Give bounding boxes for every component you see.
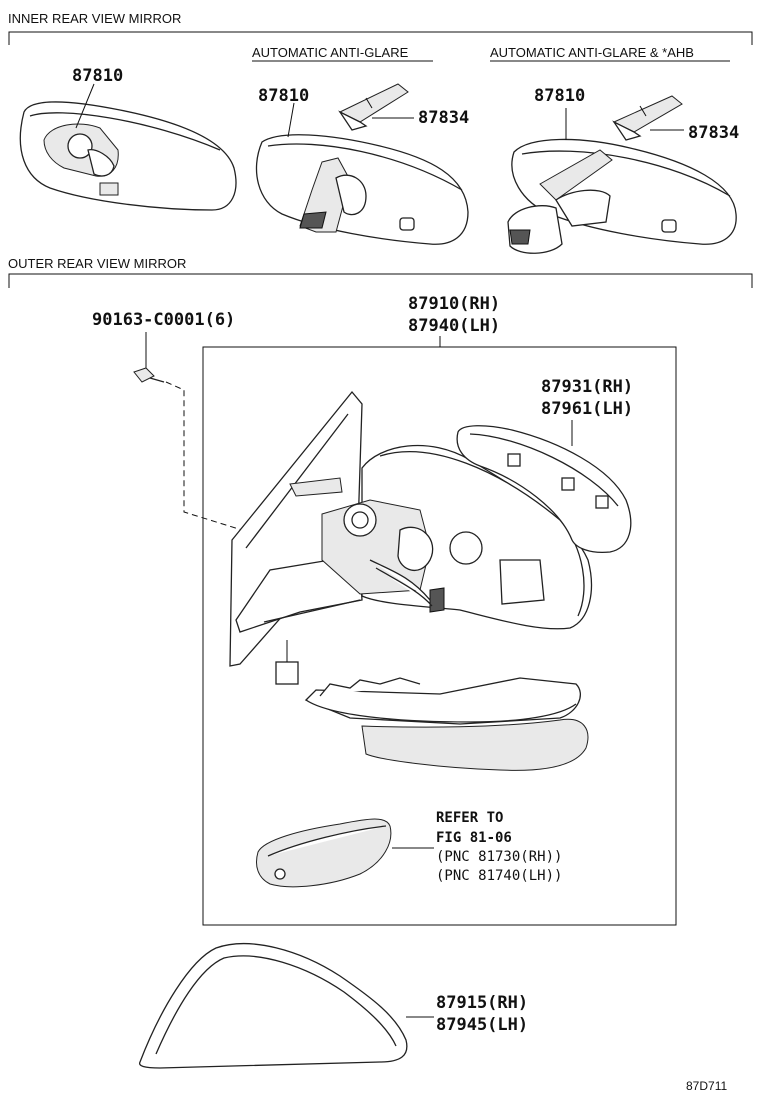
mirror-housing-illustration (321, 444, 593, 630)
anti-glare-cover-illustration (338, 83, 414, 131)
diagram-code: 87D711 (686, 1079, 727, 1093)
part-number-outer-mirror-rh: 87910(RH) (408, 294, 500, 314)
part-number-screw: 90163-C0001(6) (92, 310, 235, 330)
inner-mirror-standard-illustration (19, 83, 237, 211)
part-number-mirror-glass-rh: 87931(RH) (541, 377, 633, 397)
anti-glare-ahb-variant-label: AUTOMATIC ANTI-GLARE & *AHB (490, 45, 694, 60)
outer-mirror-assembly-box (202, 346, 677, 926)
reference-line-3: (PNC 81730(RH)) (436, 849, 562, 865)
turn-signal-housing-illustration (304, 677, 589, 771)
part-number-outer-cover-lh: 87945(LH) (436, 1015, 528, 1035)
reference-note: REFER TO FIG 81-06 (PNC 81730(RH)) (PNC … (436, 810, 562, 884)
inner-section-title: INNER REAR VIEW MIRROR (8, 11, 181, 26)
reference-line-1: REFER TO (436, 810, 503, 826)
part-number-outer-mirror-lh: 87940(LH) (408, 316, 500, 336)
part-number-87834-anti-glare-ahb: 87834 (688, 123, 739, 143)
anti-glare-ahb-cover-illustration (612, 95, 684, 141)
part-number-mirror-glass-lh: 87961(LH) (541, 399, 633, 419)
part-number-87834-anti-glare: 87834 (418, 108, 469, 128)
inner-mirror-anti-glare-illustration (255, 102, 469, 245)
outer-section-header: OUTER REAR VIEW MIRROR (8, 256, 753, 288)
anti-glare-variant-label: AUTOMATIC ANTI-GLARE (252, 45, 409, 60)
reference-line-2: FIG 81-06 (436, 830, 512, 846)
outer-mirror-cover-illustration (139, 943, 434, 1069)
inner-mirror-anti-glare-ahb-illustration (507, 108, 737, 254)
reference-line-4: (PNC 81740(LH)) (436, 868, 562, 884)
inner-section-header: INNER REAR VIEW MIRROR (8, 11, 753, 45)
mirror-glass-illustration (456, 425, 632, 554)
turn-signal-lamp-illustration (256, 818, 434, 888)
part-number-87810-anti-glare: 87810 (258, 86, 309, 106)
outer-section-title: OUTER REAR VIEW MIRROR (8, 256, 186, 271)
part-number-87810-standard: 87810 (72, 66, 123, 86)
part-number-87810-anti-glare-ahb: 87810 (534, 86, 585, 106)
screw-illustration (133, 367, 165, 383)
mirror-base-illustration (229, 390, 363, 685)
part-number-outer-cover-rh: 87915(RH) (436, 993, 528, 1013)
